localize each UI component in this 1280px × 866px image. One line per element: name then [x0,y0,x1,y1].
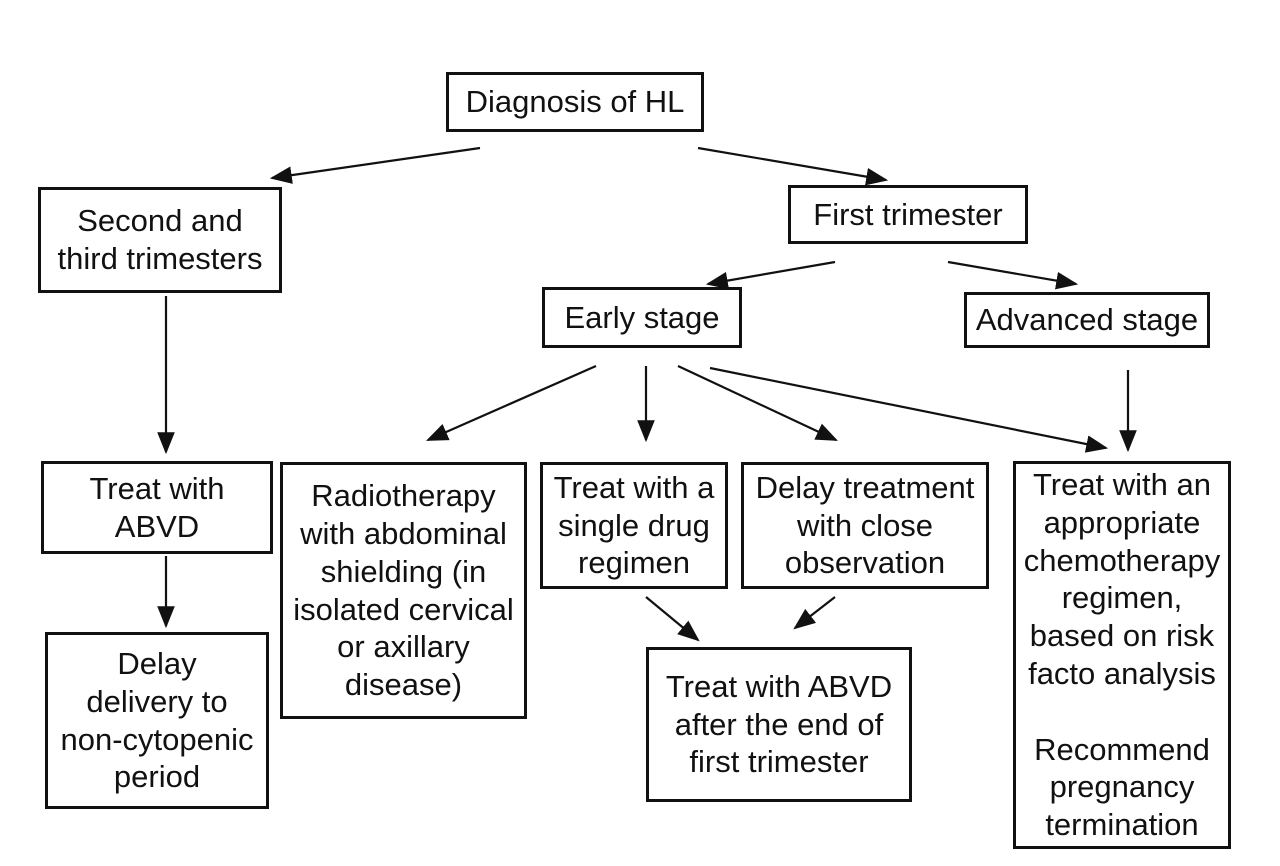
arrow-diagnosis-to-second-third [269,146,481,184]
arrow-first-trimester-to-advanced-stage [947,260,1079,290]
node-second-third-trimesters-label: Second and third trimesters [57,203,263,276]
node-chemotherapy-regimen-label: Treat with an appropriate chemotherapy r… [1023,466,1221,843]
arrow-diagnosis-to-first-trimester [697,146,889,186]
node-first-trimester-label: First trimester [813,196,1003,232]
node-early-stage-label: Early stage [564,299,720,335]
node-advanced-stage-label: Advanced stage [975,302,1199,338]
node-early-stage: Early stage [542,287,742,348]
node-delay-treatment-label: Delay treatment with close observation [755,469,975,581]
node-diagnosis: Diagnosis of HL [446,72,704,132]
node-second-third-trimesters: Second and third trimesters [38,187,282,293]
arrow-early-stage-to-delay-treatment [677,365,838,441]
node-treat-abvd-after-first-trimester: Treat with ABVD after the end of first t… [646,647,912,802]
arrow-first-trimester-to-early-stage [705,260,836,290]
node-single-drug-regimen: Treat with a single drug regimen [540,462,728,589]
arrow-delay-treatment-to-treat-abvd-after [793,596,836,630]
node-chemotherapy-regimen: Treat with an appropriate chemotherapy r… [1013,461,1231,849]
arrow-single-drug-to-treat-abvd-after [645,596,700,642]
node-delay-delivery-label: Delay delivery to non-cytopenic period [60,645,254,795]
node-radiotherapy: Radiotherapy with abdominal shielding (i… [280,462,527,719]
node-advanced-stage: Advanced stage [964,292,1210,348]
node-delay-delivery: Delay delivery to non-cytopenic period [45,632,269,809]
arrow-early-stage-to-chemo [709,366,1109,453]
node-radiotherapy-label: Radiotherapy with abdominal shielding (i… [293,478,514,703]
arrow-early-stage-to-radiotherapy [425,364,597,442]
node-diagnosis-label: Diagnosis of HL [465,84,685,120]
node-treat-abvd-label: Treat with ABVD [89,470,225,544]
node-treat-abvd-after-first-trimester-label: Treat with ABVD after the end of first t… [665,668,893,780]
node-delay-treatment: Delay treatment with close observation [741,462,989,589]
node-treat-abvd: Treat with ABVD [41,461,273,554]
node-single-drug-regimen-label: Treat with a single drug regimen [553,469,715,581]
node-first-trimester: First trimester [788,185,1028,244]
